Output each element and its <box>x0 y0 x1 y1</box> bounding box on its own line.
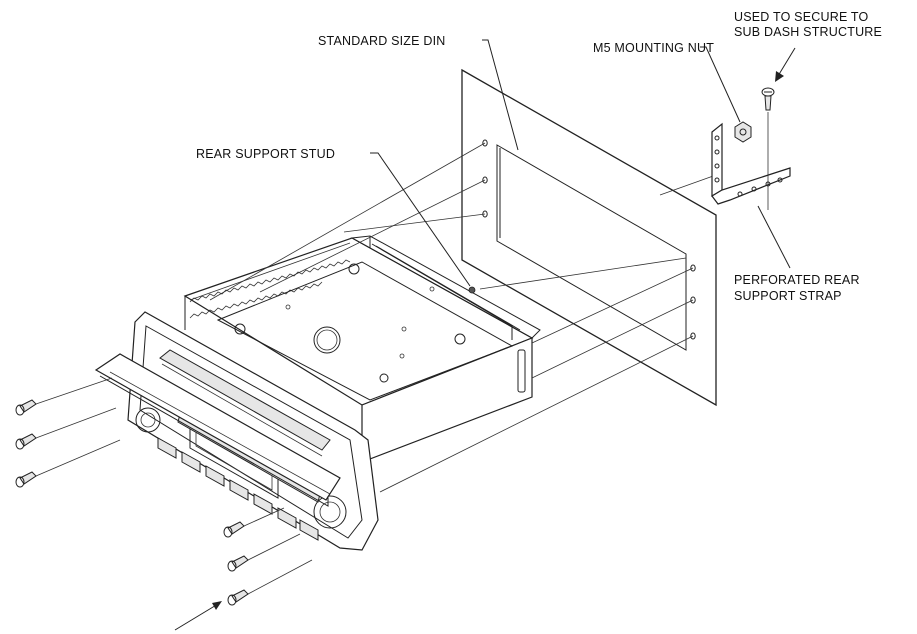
cover-screw <box>454 333 466 345</box>
cover-screw <box>379 373 389 383</box>
din-opening <box>496 144 687 351</box>
rear-support-strap <box>711 122 791 205</box>
cover-screw <box>348 263 360 275</box>
faceplate-screws <box>15 399 249 606</box>
screw <box>223 521 245 538</box>
standard-size-din-label: STANDARD SIZE DIN <box>318 34 446 48</box>
leader-lines <box>370 39 796 287</box>
m5-mounting-nut <box>734 121 752 143</box>
screw <box>227 589 249 606</box>
perforated-strap-label-line1: PERFORATED REAR <box>734 273 860 287</box>
panel-hole <box>690 332 696 340</box>
dash-panel <box>461 68 717 407</box>
m5-mounting-nut-label: M5 MOUNTING NUT <box>593 41 715 55</box>
securing-screw <box>761 87 775 210</box>
mounting-sleeve <box>94 353 341 507</box>
screw <box>15 471 37 488</box>
secure-label-line2: SUB DASH STRUCTURE <box>734 25 883 39</box>
rear-support-stud-label: REAR SUPPORT STUD <box>196 147 336 161</box>
cover-screw <box>234 323 246 335</box>
screw <box>227 555 249 572</box>
screw <box>15 433 37 450</box>
panel-hole <box>690 264 696 272</box>
panel-hole <box>482 139 488 147</box>
screw <box>15 399 37 416</box>
screw-guide-lines <box>35 377 313 595</box>
arrow-bottom-left <box>174 601 222 631</box>
faceplate-buttons <box>157 437 319 541</box>
volume-knob <box>135 407 161 433</box>
heatsink-fins <box>189 259 351 319</box>
tuning-knob <box>313 495 347 529</box>
center-boss <box>313 326 341 354</box>
panel-hole <box>690 296 696 304</box>
panel-hole <box>482 176 488 184</box>
secure-label-line1: USED TO SECURE TO <box>734 10 869 24</box>
perforated-strap-label-line2: SUPPORT STRAP <box>734 289 842 303</box>
alignment-lines <box>209 142 717 493</box>
rear-support-stud <box>468 286 476 294</box>
radio-chassis <box>183 235 541 463</box>
